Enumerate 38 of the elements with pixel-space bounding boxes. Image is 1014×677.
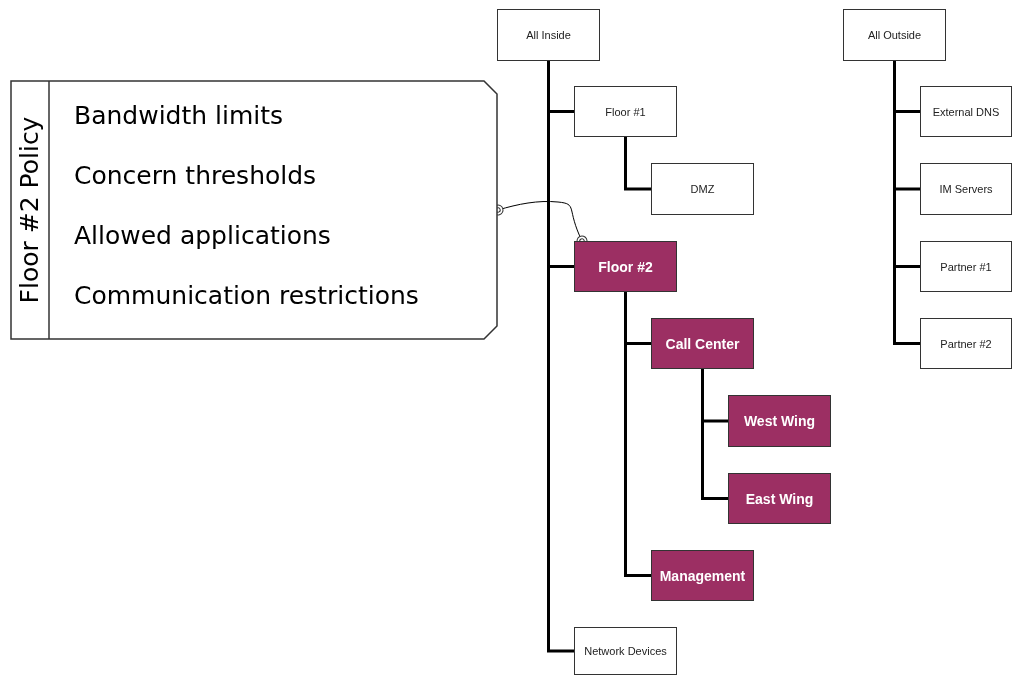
node-label: All Inside [526, 29, 571, 41]
node-label: Floor #1 [605, 105, 646, 118]
highlighted-node-box [728, 395, 831, 447]
node-box [574, 627, 677, 675]
highlighted-node-box [728, 473, 831, 524]
connector-line [893, 61, 920, 345]
node-label: DMZ [690, 183, 715, 195]
node-label: Partner #2 [940, 337, 992, 350]
policy-item: Communication restrictions [74, 280, 419, 312]
node-label: Floor #2 [598, 258, 653, 275]
node-box [920, 318, 1012, 369]
node-label: External DNS [932, 105, 1000, 118]
policy-item: Bandwidth limits [74, 100, 284, 132]
node-label: IM Servers [939, 183, 993, 195]
tag-title: Floor #2 Policy [14, 115, 45, 306]
node-box [920, 241, 1012, 292]
node-box [497, 9, 600, 61]
node-box [920, 163, 1012, 215]
connector-line [624, 292, 651, 577]
node-label: West Wing [743, 413, 816, 429]
node-label: East Wing [745, 490, 814, 507]
node-box [920, 86, 1012, 137]
policy-item: Allowed applications [74, 220, 331, 252]
node-box [651, 163, 754, 215]
node-label: Partner #1 [940, 260, 992, 273]
node-box [574, 86, 677, 137]
node-box [843, 9, 946, 61]
node-label: Call Center [665, 335, 740, 352]
node-label: Network Devices [584, 645, 667, 657]
node-label: All Outside [867, 29, 922, 41]
highlighted-node-box [574, 241, 677, 292]
connector-line [701, 369, 728, 500]
policy-item: Concern thresholds [74, 160, 317, 192]
policy-tag [10, 80, 498, 340]
highlighted-node-box [651, 318, 754, 369]
connector-line [624, 137, 651, 191]
highlighted-node-box [651, 550, 754, 601]
node-label: Management [659, 567, 746, 584]
